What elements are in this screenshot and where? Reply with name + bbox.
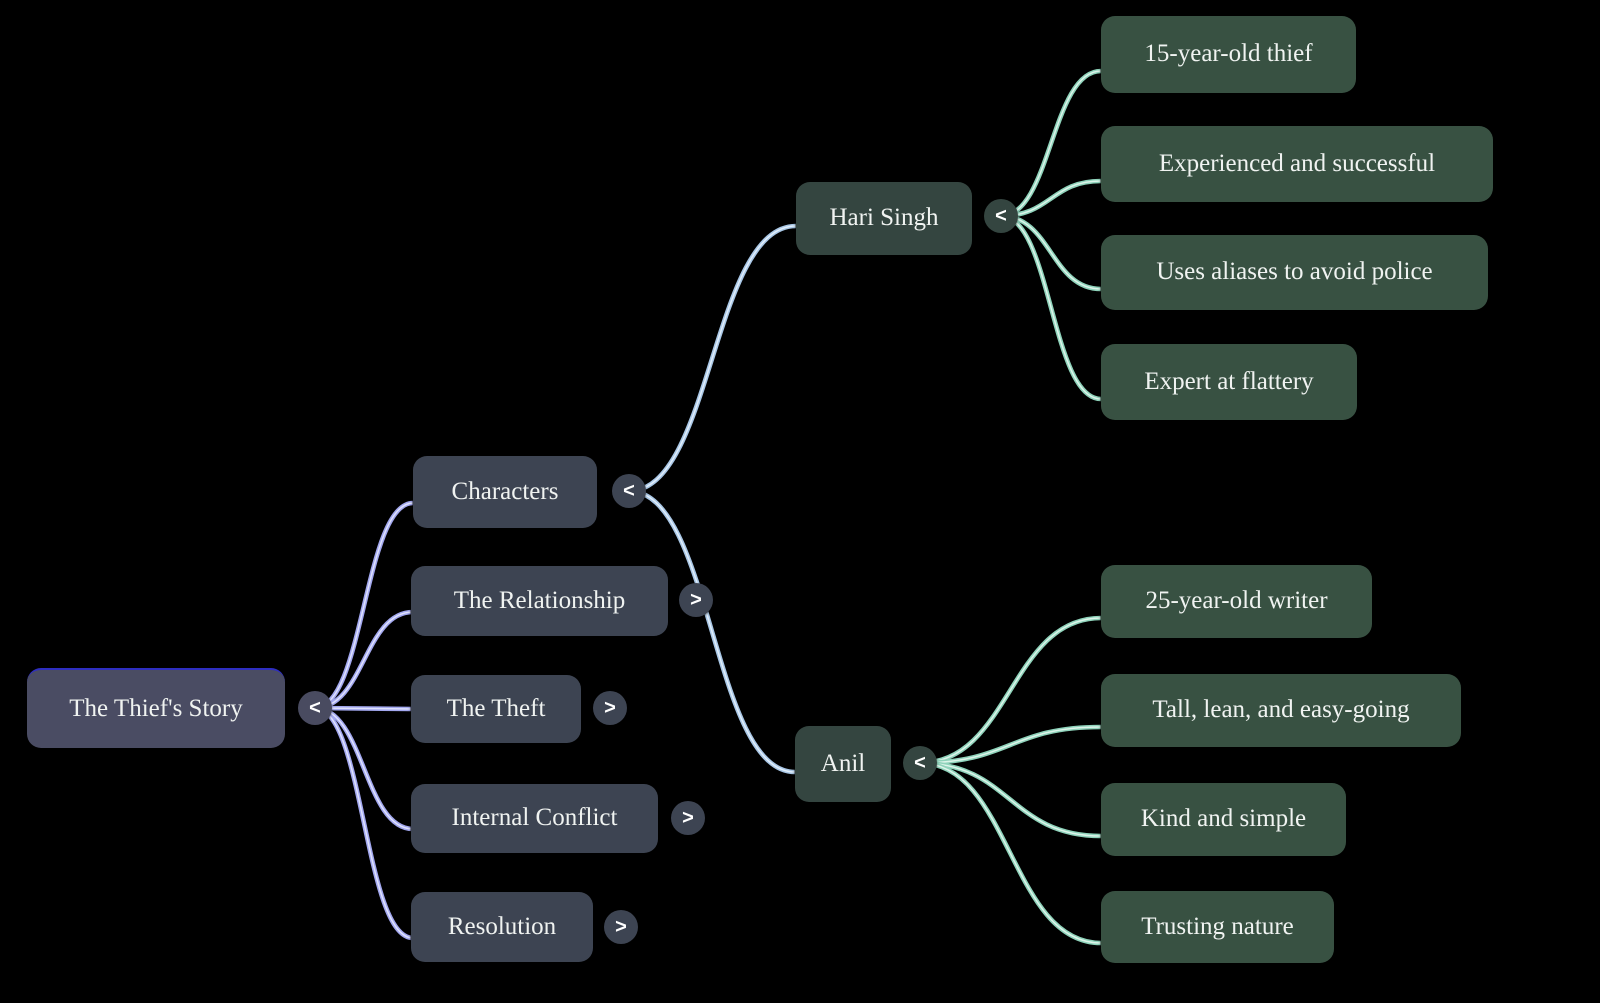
node-leaf-trusting-label: Trusting nature [1141, 912, 1294, 940]
toggle-relationship-glyph: > [690, 588, 702, 611]
toggle-theft[interactable]: > [593, 691, 627, 725]
edge-anil-writer-core [919, 617, 1102, 764]
node-leaf-writer-label: 25-year-old writer [1145, 587, 1328, 615]
node-leaf-experienced-label: Experienced and successful [1158, 149, 1436, 177]
edge-anil-trusting-core [919, 762, 1102, 944]
node-conflict-label: Internal Conflict [451, 804, 618, 832]
node-root[interactable]: The Thief's Story [27, 668, 285, 748]
toggle-root-glyph: < [309, 696, 321, 719]
toggle-hari-singh-glyph: < [995, 204, 1007, 227]
edge-hari-flattery-core [1000, 215, 1102, 400]
node-leaf-thief-label: 15-year-old thief [1144, 40, 1313, 68]
node-leaf-trusting[interactable]: Trusting nature [1101, 891, 1334, 963]
toggle-root[interactable]: < [298, 691, 332, 725]
node-leaf-aliases-label: Uses aliases to avoid police [1156, 258, 1433, 286]
edges-hari-to-leaves [998, 68, 1104, 402]
toggle-conflict-glyph: > [682, 806, 694, 829]
toggle-conflict[interactable]: > [671, 801, 705, 835]
toggle-anil-glyph: < [914, 751, 926, 774]
node-theft[interactable]: The Theft [411, 675, 581, 743]
node-root-label: The Thief's Story [69, 694, 243, 722]
edge-root-conflict-core [314, 707, 414, 830]
node-leaf-thief[interactable]: 15-year-old thief [1101, 16, 1356, 93]
node-resolution-label: Resolution [447, 912, 557, 940]
toggle-resolution-glyph: > [615, 915, 627, 938]
node-leaf-aliases[interactable]: Uses aliases to avoid police [1101, 235, 1488, 310]
toggle-theft-glyph: > [604, 696, 616, 719]
edges-anil-to-leaves [917, 615, 1104, 946]
edge-hari-aliases-core [1000, 215, 1102, 290]
node-leaf-experienced[interactable]: Experienced and successful [1101, 126, 1493, 202]
edge-root-relationship-core [314, 611, 414, 709]
edges-characters-to-level2 [626, 223, 799, 775]
toggle-resolution[interactable]: > [604, 910, 638, 944]
node-anil-label: Anil [820, 749, 866, 777]
node-hari-singh[interactable]: Hari Singh [796, 182, 972, 255]
edge-characters-anil-core [628, 490, 796, 773]
toggle-characters[interactable]: < [612, 474, 646, 508]
edge-root-resolution-core [314, 707, 414, 939]
edge-anil-kind-core [919, 762, 1102, 837]
toggle-characters-glyph: < [623, 479, 635, 502]
node-leaf-kind[interactable]: Kind and simple [1101, 783, 1346, 856]
node-hari-singh-label: Hari Singh [829, 204, 939, 232]
edge-hari-thief-core [1000, 70, 1102, 217]
toggle-anil[interactable]: < [903, 746, 937, 780]
node-relationship-label: The Relationship [453, 586, 626, 614]
toggle-hari-singh[interactable]: < [984, 199, 1018, 233]
node-anil[interactable]: Anil [795, 726, 891, 802]
node-leaf-writer[interactable]: 25-year-old writer [1101, 565, 1372, 638]
node-leaf-tall-label: Tall, lean, and easy-going [1152, 696, 1410, 724]
node-resolution[interactable]: Resolution [411, 892, 593, 962]
node-leaf-kind-label: Kind and simple [1140, 805, 1307, 833]
edge-characters-hari-core [628, 225, 797, 492]
node-leaf-tall[interactable]: Tall, lean, and easy-going [1101, 674, 1461, 747]
node-conflict[interactable]: Internal Conflict [411, 784, 658, 853]
node-theft-label: The Theft [446, 694, 546, 722]
node-characters[interactable]: Characters [413, 456, 597, 528]
node-characters-label: Characters [451, 477, 559, 505]
edge-anil-tall-core [919, 726, 1102, 764]
edges-root-to-level1 [312, 500, 416, 941]
node-leaf-flattery[interactable]: Expert at flattery [1101, 344, 1357, 420]
edge-root-characters-core [314, 502, 414, 709]
node-leaf-flattery-label: Expert at flattery [1144, 367, 1314, 395]
toggle-relationship[interactable]: > [679, 583, 713, 617]
node-relationship[interactable]: The Relationship [411, 566, 668, 636]
